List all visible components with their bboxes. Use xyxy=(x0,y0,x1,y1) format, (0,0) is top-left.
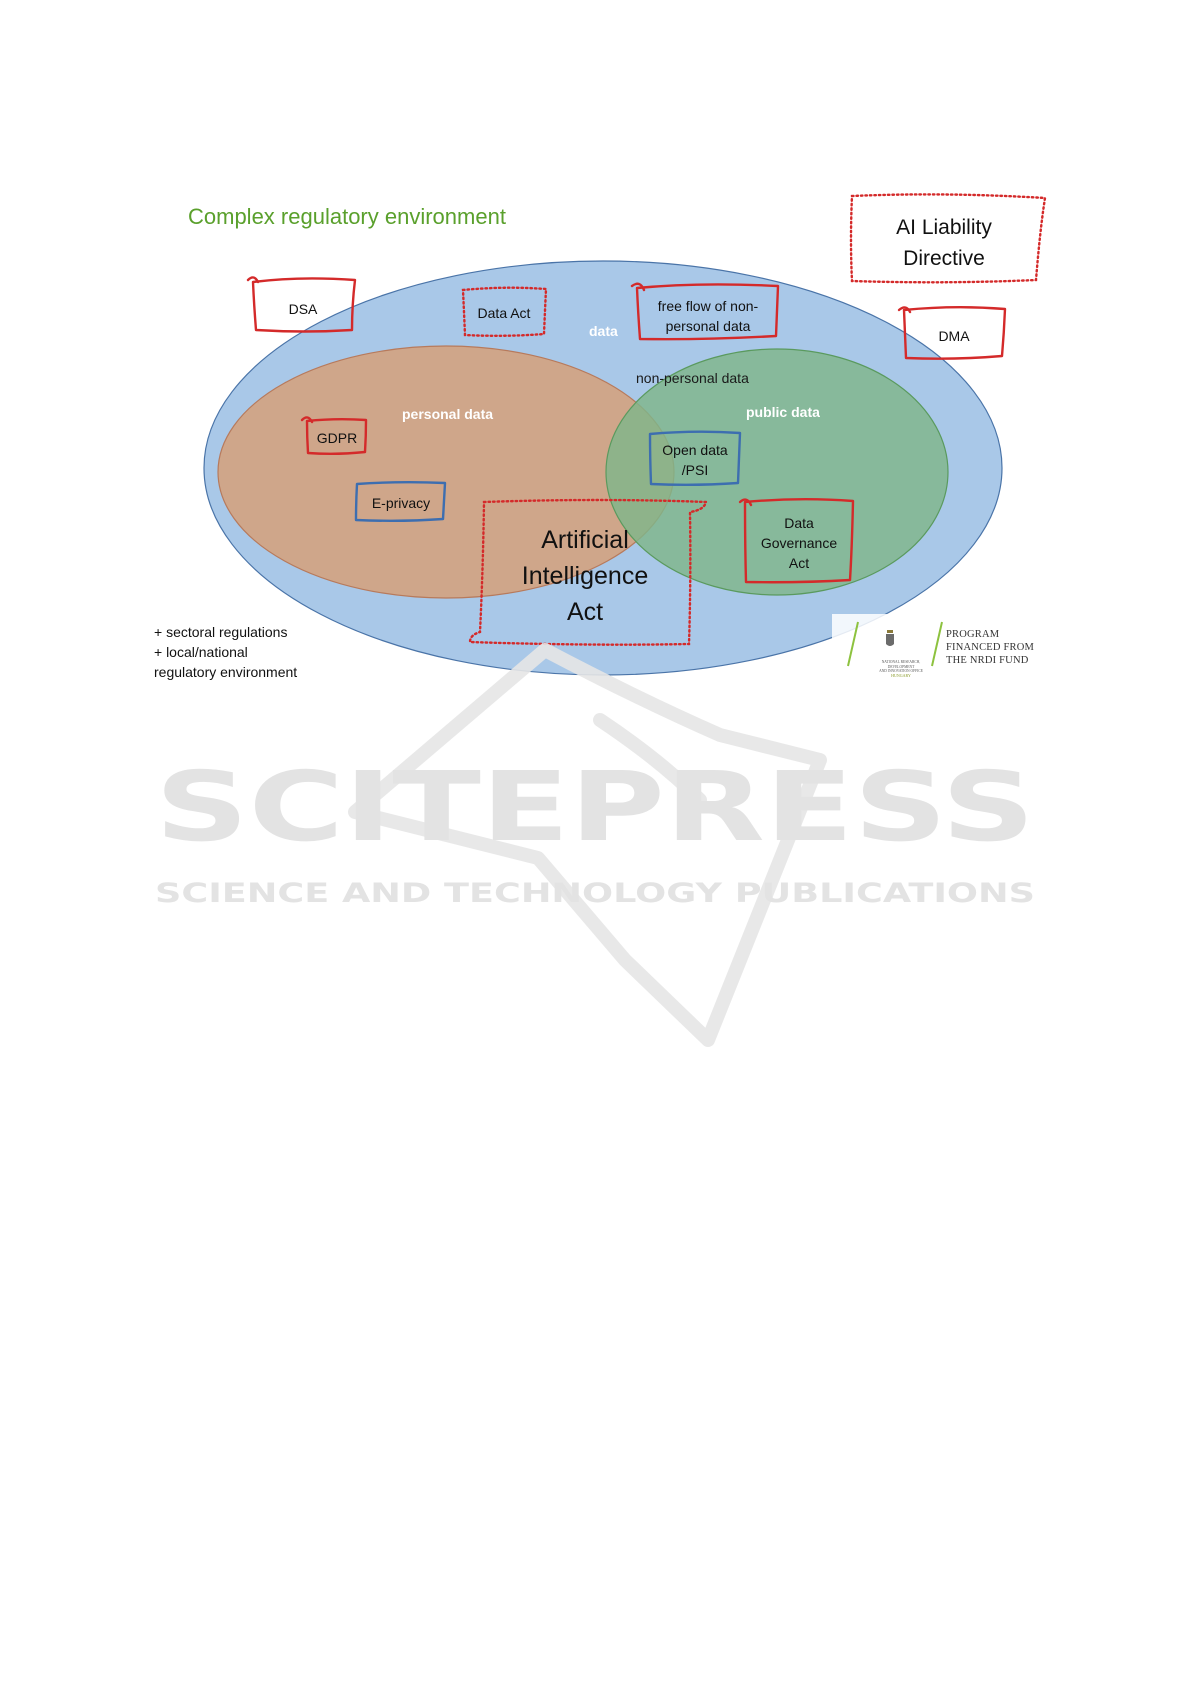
ai-liability-box xyxy=(849,193,1047,284)
dma-box xyxy=(902,306,1007,360)
ai-liability-label: AI Liability Directive xyxy=(896,216,992,270)
open-data-box xyxy=(648,430,742,486)
book-icon xyxy=(348,643,827,1047)
nrdi-logo xyxy=(832,614,1042,674)
free-flow-box xyxy=(635,283,780,341)
eprivacy-box xyxy=(354,481,447,522)
data-act-label: Data Act xyxy=(477,305,531,321)
dsa-label: DSA xyxy=(288,301,318,317)
gdpr-box xyxy=(305,418,368,455)
data-act-box xyxy=(461,286,548,337)
nrdi-office-text: NATIONAL RESEARCH, DEVELOPMENT AND INNOV… xyxy=(879,660,923,678)
free-flow-label: free flow of non- personal data xyxy=(657,298,759,334)
dga-box xyxy=(743,498,855,584)
watermark-sub-text: SCIENCE AND TECHNOLOGY PUBLICATIONS xyxy=(155,878,1035,909)
hungarian-coat-of-arms-icon xyxy=(886,630,894,646)
diagram-title: Complex regulatory environment xyxy=(188,204,506,229)
dsa-box xyxy=(251,277,357,333)
watermark-main-text: SCITEPRESS xyxy=(155,751,1035,863)
eprivacy-label: E-privacy xyxy=(371,495,431,511)
public-data-ellipse xyxy=(605,348,949,596)
gdpr-label: GDPR xyxy=(316,430,358,446)
open-data-label: Open data /PSI xyxy=(662,442,728,478)
dma-label: DMA xyxy=(938,328,970,344)
data-region-label: data xyxy=(589,323,618,339)
dga-label: Data Governance Act xyxy=(760,515,838,571)
personal-data-label: personal data xyxy=(402,406,494,422)
non-personal-data-label: non-personal data xyxy=(636,370,749,386)
program-financed-text: PROGRAM FINANCED FROM THE NRDI FUND xyxy=(946,629,1035,666)
public-data-label: public data xyxy=(746,404,820,420)
ai-act-label: Artificial Intelligence Act xyxy=(521,526,649,626)
additional-regulations-note: + sectoral regulations + local/national … xyxy=(154,624,298,680)
ai-act-box xyxy=(468,498,708,646)
